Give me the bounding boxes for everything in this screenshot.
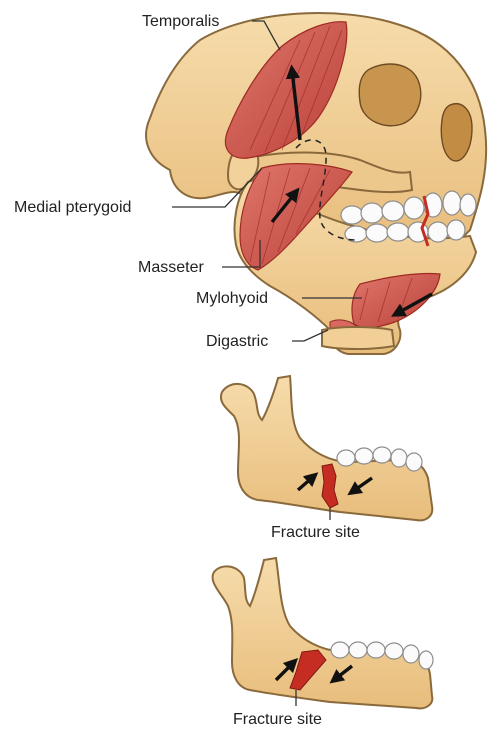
label-medial-pterygoid: Medial pterygoid bbox=[14, 199, 131, 216]
mandible-body bbox=[213, 558, 433, 708]
tooth-icon bbox=[404, 197, 424, 219]
tooth-icon bbox=[367, 642, 385, 658]
tooth-icon bbox=[341, 206, 363, 224]
tooth-icon bbox=[428, 222, 448, 242]
label-temporalis: Temporalis bbox=[142, 13, 219, 30]
mandible-fracture-unfavorable bbox=[213, 558, 433, 708]
tooth-icon bbox=[366, 224, 388, 242]
tooth-icon bbox=[361, 203, 383, 223]
label-masseter: Masseter bbox=[138, 259, 204, 276]
tooth-icon bbox=[373, 447, 391, 463]
tooth-icon bbox=[345, 226, 367, 242]
tooth-icon bbox=[391, 449, 407, 467]
nasal-cavity bbox=[441, 104, 472, 161]
tooth-icon bbox=[403, 645, 419, 663]
tooth-icon bbox=[447, 220, 465, 240]
tooth-icon bbox=[419, 651, 433, 669]
mandible-fracture-favorable bbox=[221, 376, 432, 520]
tooth-icon bbox=[382, 201, 404, 221]
tooth-icon bbox=[443, 191, 461, 215]
label-digastric: Digastric bbox=[206, 333, 268, 350]
tooth-icon bbox=[355, 448, 373, 464]
label-fracture-site-1: Fracture site bbox=[271, 524, 360, 541]
orbit bbox=[359, 64, 420, 126]
tooth-icon bbox=[460, 194, 476, 216]
tooth-icon bbox=[337, 450, 355, 466]
tooth-icon bbox=[385, 643, 403, 659]
label-fracture-site-2: Fracture site bbox=[233, 711, 322, 728]
tooth-icon bbox=[406, 453, 422, 471]
tooth-icon bbox=[331, 642, 349, 658]
tooth-icon bbox=[387, 223, 409, 241]
hyoid-bone bbox=[322, 327, 394, 349]
label-mylohyoid: Mylohyoid bbox=[196, 290, 268, 307]
tooth-icon bbox=[349, 642, 367, 658]
